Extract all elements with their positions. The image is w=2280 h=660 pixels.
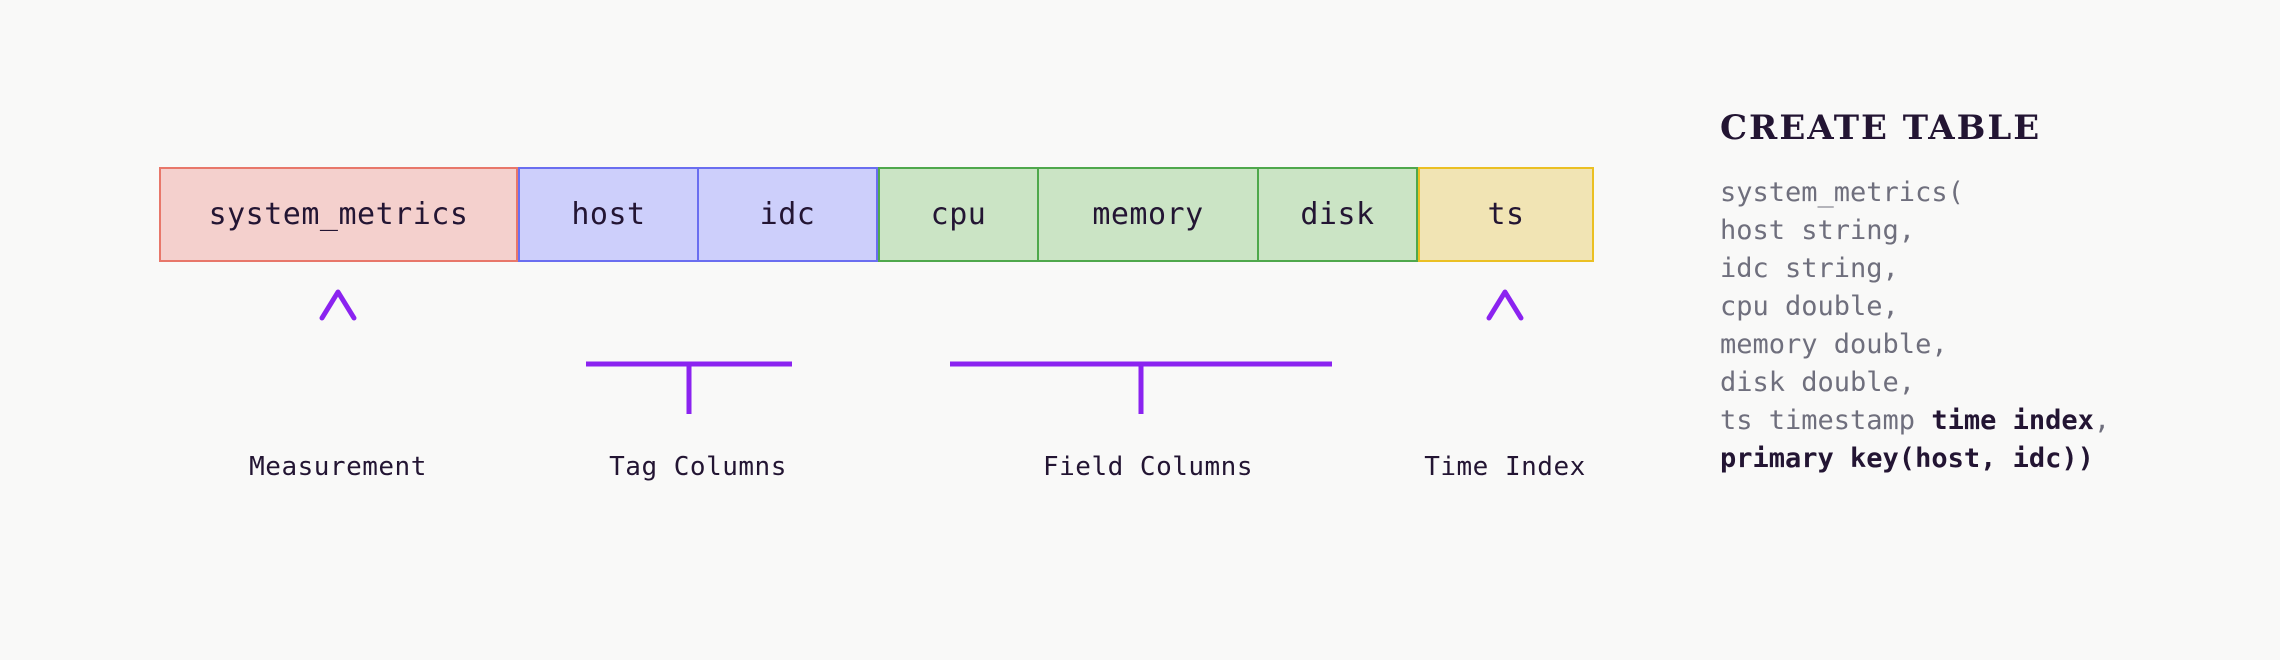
code-title: CREATE TABLE	[1720, 108, 2042, 148]
group-label-field-columns: Field Columns	[1043, 452, 1253, 482]
create-table-panel: CREATE TABLE system_metrics(host string,…	[1720, 108, 2240, 478]
code-text: ,	[2093, 405, 2111, 436]
code-text: disk double,	[1720, 367, 1916, 398]
group-label-tag-columns: Tag Columns	[609, 452, 787, 482]
column-box-host: host	[518, 167, 698, 262]
column-box-memory: memory	[1038, 167, 1258, 262]
measurement-arrow-head	[319, 289, 357, 321]
code-line-4: cpu double,	[1720, 288, 2240, 326]
code-text: cpu double,	[1720, 291, 1899, 322]
column-box-disk: disk	[1258, 167, 1418, 262]
code-keyword: primary key(host, idc))	[1720, 443, 2094, 474]
code-text: host string,	[1720, 215, 1916, 246]
column-box-idc: idc	[698, 167, 878, 262]
column-box-cpu: cpu	[878, 167, 1038, 262]
code-line-5: memory double,	[1720, 326, 2240, 364]
code-line-6: disk double,	[1720, 364, 2240, 402]
code-body: system_metrics(host string, idc string, cp…	[1720, 174, 2240, 478]
group-label-measurement: Measurement	[249, 452, 427, 482]
time-index-arrow-head	[1486, 289, 1524, 321]
code-line-1: system_metrics(	[1720, 174, 2240, 212]
code-line-3: idc string,	[1720, 250, 2240, 288]
code-line-7: ts timestamp time index,	[1720, 402, 2240, 440]
group-label-time-index: Time Index	[1424, 452, 1586, 482]
column-box-measurement: system_metrics	[159, 167, 518, 262]
code-line-8: primary key(host, idc))	[1720, 440, 2240, 478]
code-line-2: host string,	[1720, 212, 2240, 250]
code-text: memory double,	[1720, 329, 1948, 360]
code-text: system_metrics(	[1720, 177, 1964, 208]
code-keyword: time index	[1931, 405, 2094, 436]
code-text: ts timestamp	[1720, 405, 1932, 436]
column-box-ts: ts	[1418, 167, 1594, 262]
code-text: idc string,	[1720, 253, 1899, 284]
